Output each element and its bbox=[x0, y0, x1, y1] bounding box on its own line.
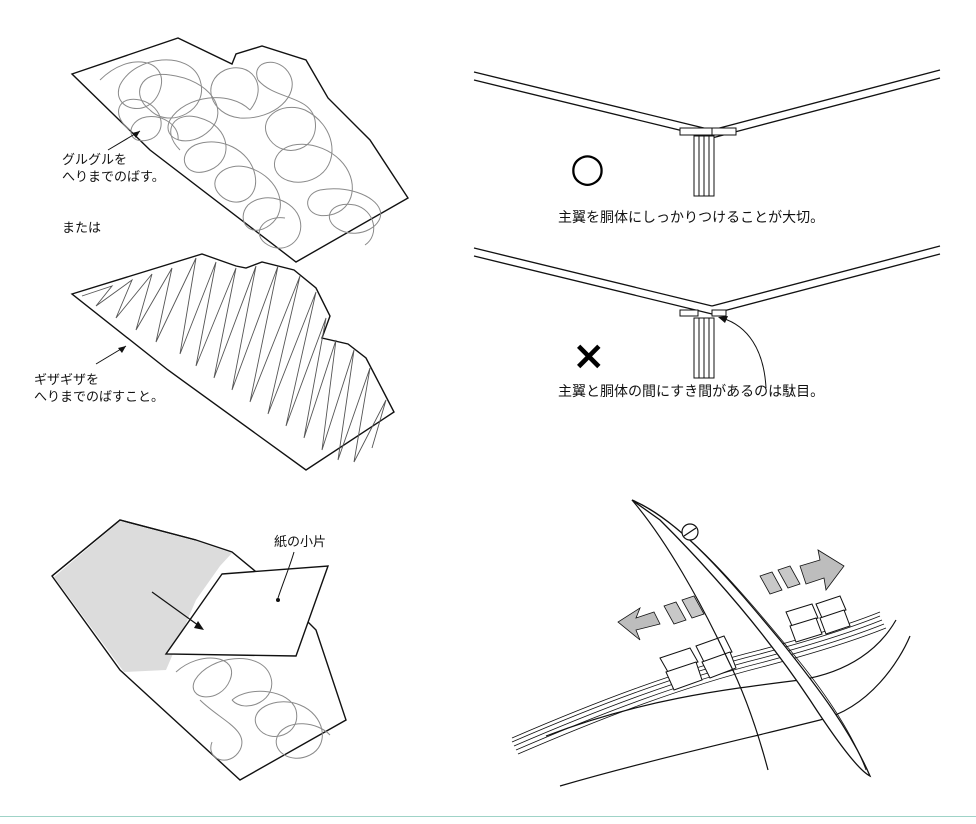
patch-scribble bbox=[175, 657, 331, 761]
scribble-caption-line2: へりまでのばす。 bbox=[62, 170, 165, 185]
fuselage-body-bottom bbox=[559, 635, 911, 787]
zigzag-caption: ギザギザを へりまでのばすこと。 bbox=[34, 372, 164, 406]
circle-icon: ○ bbox=[570, 145, 605, 191]
or-text: または bbox=[62, 221, 102, 236]
paper-patch-label: 紙の小片 bbox=[274, 535, 327, 550]
good-wing-plate-left bbox=[679, 127, 713, 136]
scribble-wing-figure bbox=[70, 37, 409, 263]
wing-good-figure bbox=[473, 69, 941, 197]
good-wing-plate-right bbox=[711, 127, 737, 136]
bad-joint-caption: 主翼と胴体の間にすき間があるのは駄目。 bbox=[558, 384, 825, 400]
zigzag-pointer-arrowhead bbox=[118, 346, 126, 353]
scribble-pointer-arrowhead bbox=[132, 131, 140, 138]
zigzag-caption-line1: ギザギザを bbox=[34, 373, 100, 388]
bad-wing-left bbox=[473, 247, 713, 315]
patch-arrow-line bbox=[151, 591, 203, 629]
paper-patch bbox=[164, 565, 330, 657]
balsa-strips bbox=[511, 611, 887, 755]
good-joint-caption: 主翼を胴体にしっかりつけることが大切。 bbox=[558, 210, 825, 226]
bad-wing-right bbox=[711, 245, 941, 315]
motion-marks bbox=[663, 565, 801, 625]
zigzag-caption-line2: へりまでのばすこと。 bbox=[34, 390, 165, 405]
good-wing-right bbox=[711, 69, 941, 139]
good-wing-left bbox=[473, 71, 713, 139]
bad-wing-plate-right bbox=[711, 309, 727, 317]
paper-patch-figure bbox=[51, 519, 347, 781]
bottom-divider bbox=[0, 816, 976, 817]
scribble-caption-line1: グルグルを bbox=[62, 153, 128, 168]
good-fuselage bbox=[693, 135, 715, 197]
bad-fuselage bbox=[693, 317, 715, 379]
scissors-cut-figure bbox=[511, 499, 911, 787]
paper-patch-dot bbox=[276, 598, 280, 602]
fuselage-body-top bbox=[545, 619, 897, 737]
scribble-wing-outline bbox=[70, 37, 409, 263]
gap-pointer-curve bbox=[721, 317, 767, 389]
scribble-caption: グルグルを へりまでのばす。 bbox=[62, 152, 165, 186]
zigzag-pattern bbox=[81, 257, 387, 463]
patch-arrowhead bbox=[194, 621, 204, 630]
gap-pointer-arrowhead bbox=[718, 316, 728, 323]
scribble-pattern bbox=[99, 59, 382, 249]
paper-label-leader bbox=[277, 551, 295, 599]
bad-wing-plate-left bbox=[679, 309, 699, 317]
left-motion-arrow bbox=[617, 606, 661, 641]
zigzag-wing-figure bbox=[70, 253, 395, 471]
cross-icon: × bbox=[572, 333, 606, 379]
scissors-blade-back bbox=[631, 499, 769, 771]
right-motion-arrow bbox=[799, 549, 845, 591]
patch-wing-shaded-area bbox=[54, 521, 232, 672]
zigzag-wing-outline bbox=[70, 253, 395, 471]
scissors-blade bbox=[631, 499, 872, 778]
wing-bad-figure bbox=[473, 245, 941, 389]
